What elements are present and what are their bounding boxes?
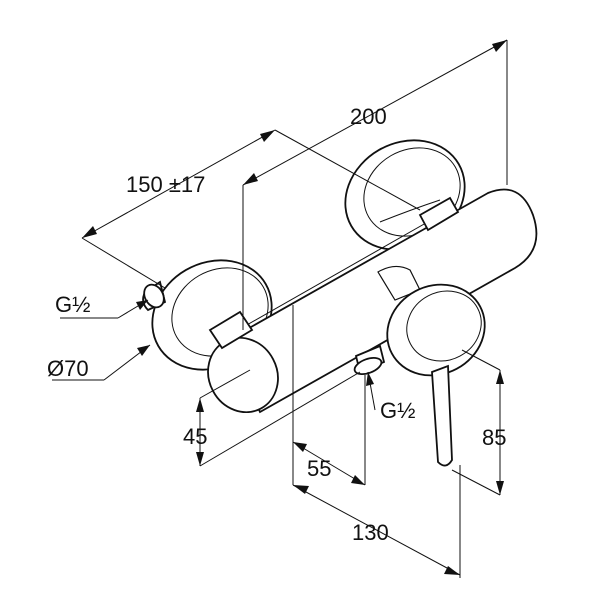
dimension-lines <box>52 39 508 578</box>
right-elbow <box>418 196 460 232</box>
dim-label-85: 85 <box>482 425 506 450</box>
dim-label-55: 55 <box>307 456 331 481</box>
bottom-outlet <box>353 344 386 376</box>
mixer-handle <box>377 265 486 467</box>
dim-label-200: 200 <box>350 104 387 129</box>
dim-label-diameter-70: Ø70 <box>47 356 89 381</box>
mixer-body-group <box>142 139 538 467</box>
dimension-labels: 200 150 ±17 G½ Ø70 45 55 G½ 130 85 <box>47 104 506 545</box>
dim-label-45: 45 <box>183 424 207 449</box>
dim-label-g-half-left: G½ <box>55 292 90 317</box>
left-elbow <box>208 310 254 350</box>
dim-label-130: 130 <box>352 520 389 545</box>
dim-label-g-half-bottom: G½ <box>380 398 415 423</box>
mixer-cylinder-body <box>207 188 538 414</box>
dim-label-150: 150 ±17 <box>126 172 205 197</box>
